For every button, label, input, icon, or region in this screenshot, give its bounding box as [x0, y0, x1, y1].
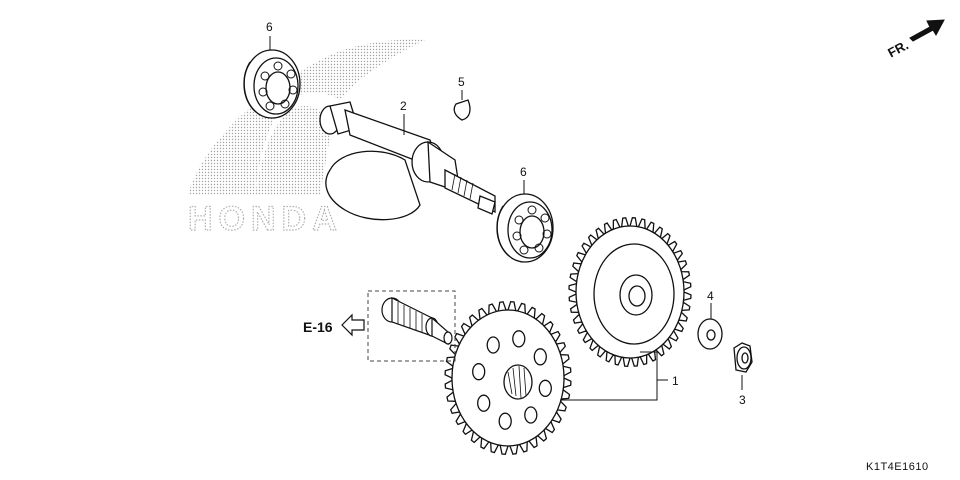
- callout-1: 1: [672, 374, 679, 388]
- hollow-left-arrow-icon: [341, 313, 365, 337]
- reference-label: E-16: [303, 319, 333, 335]
- callout-6-upper: 6: [266, 20, 273, 34]
- callout-6-lower: 6: [520, 165, 527, 179]
- drive-gear: [568, 217, 692, 367]
- front-direction-indicator: FR.: [885, 19, 945, 60]
- bearing-lower: [496, 193, 554, 263]
- fr-label: FR.: [885, 37, 911, 60]
- spoke-hole: [498, 412, 512, 430]
- bearing-upper: [243, 49, 301, 119]
- spoke-hole: [477, 394, 491, 412]
- spoke-hole: [533, 348, 547, 366]
- spoke-hole: [524, 406, 538, 424]
- watermark: HONDA: [187, 39, 425, 239]
- reference-link[interactable]: E-16: [303, 313, 365, 337]
- wing-logo-icon: [188, 39, 425, 195]
- spoke-hole: [538, 379, 552, 397]
- woodruff-key: [453, 99, 471, 121]
- spoke-hole: [472, 363, 486, 381]
- diagram-code: K1T4E1610: [866, 461, 929, 473]
- nut: [733, 342, 753, 373]
- watermark-text: HONDA: [188, 200, 343, 238]
- spoke-hole: [512, 330, 526, 348]
- callout-5: 5: [458, 75, 465, 89]
- callouts: 1 2 3 4 5 6 6: [266, 20, 746, 407]
- splined-shaft: [381, 297, 453, 345]
- leader-lines: [269, 36, 743, 401]
- front-direction-arrow-icon: [909, 19, 945, 42]
- balancer-shaft: [319, 101, 496, 221]
- washer: [697, 318, 723, 350]
- callout-4: 4: [707, 289, 714, 303]
- reference-box: [367, 290, 456, 362]
- callout-3: 3: [739, 393, 746, 407]
- callout-2: 2: [400, 99, 407, 113]
- driven-gear: [444, 301, 572, 455]
- spoke-hole: [486, 336, 500, 354]
